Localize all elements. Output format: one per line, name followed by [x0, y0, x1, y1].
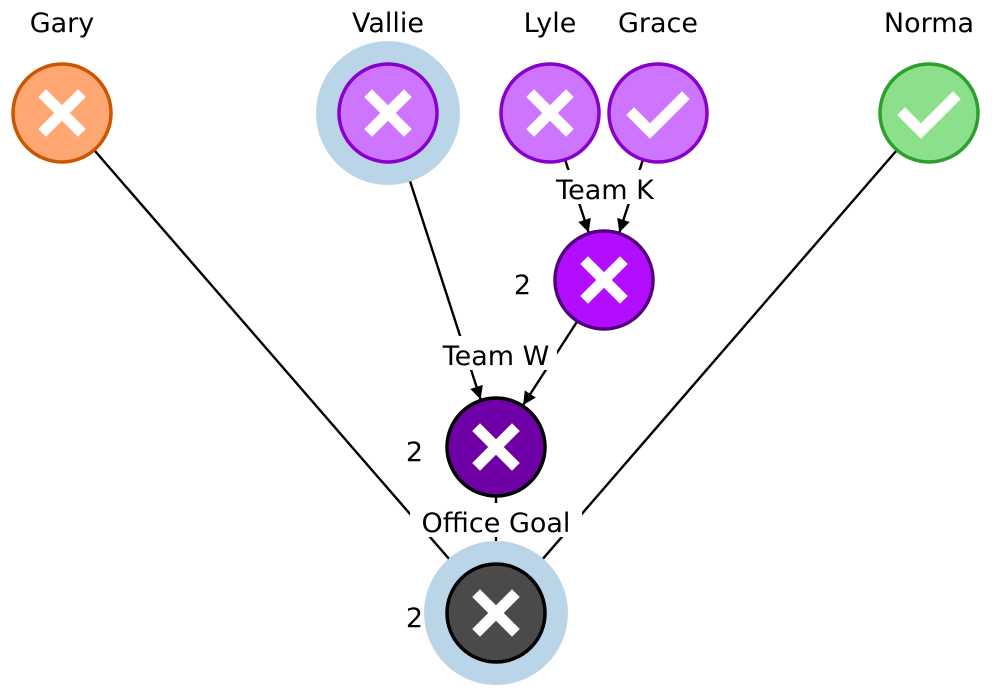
- cross-icon: [526, 89, 574, 137]
- group-count-team-k: 2: [514, 270, 531, 301]
- cross-icon: [38, 89, 86, 137]
- group-label-office-goal: Office Goal: [422, 508, 571, 539]
- cross-icon: [364, 89, 412, 137]
- group-node-team-k[interactable]: [553, 229, 655, 331]
- group-count-office-goal: 2: [406, 603, 423, 634]
- person-name-lyle: Lyle: [524, 8, 577, 39]
- person-name-grace: Grace: [618, 8, 698, 39]
- edge-gary-to-office-goal: [93, 149, 465, 577]
- person-node-grace[interactable]: [607, 62, 709, 164]
- edge-norma-to-office-goal: [527, 149, 898, 576]
- person-node-norma[interactable]: [878, 62, 980, 164]
- group-label-backdrop: [549, 170, 661, 204]
- person-node-vallie[interactable]: [316, 41, 460, 185]
- person-name-gary: Gary: [30, 8, 95, 39]
- group-label-backdrop: [435, 336, 557, 370]
- group-count-team-w: 2: [406, 437, 423, 468]
- group-node-team-w[interactable]: [445, 396, 547, 498]
- check-icon: [626, 91, 690, 139]
- cross-icon: [472, 423, 520, 471]
- person-node-lyle[interactable]: [499, 62, 601, 164]
- person-name-norma: Norma: [884, 8, 974, 39]
- person-name-vallie: Vallie: [352, 8, 424, 39]
- check-icon: [897, 91, 961, 139]
- status-circle: [878, 62, 980, 164]
- cross-icon: [472, 589, 520, 637]
- group-label-team-k: Team K: [555, 175, 655, 206]
- person-node-gary[interactable]: [11, 62, 113, 164]
- nodes-layer: [11, 41, 980, 685]
- status-circle: [607, 62, 709, 164]
- group-label-team-w: Team W: [442, 341, 550, 372]
- group-label-backdrop: [410, 503, 582, 537]
- group-node-office-goal[interactable]: [424, 541, 568, 685]
- cross-icon: [580, 256, 628, 304]
